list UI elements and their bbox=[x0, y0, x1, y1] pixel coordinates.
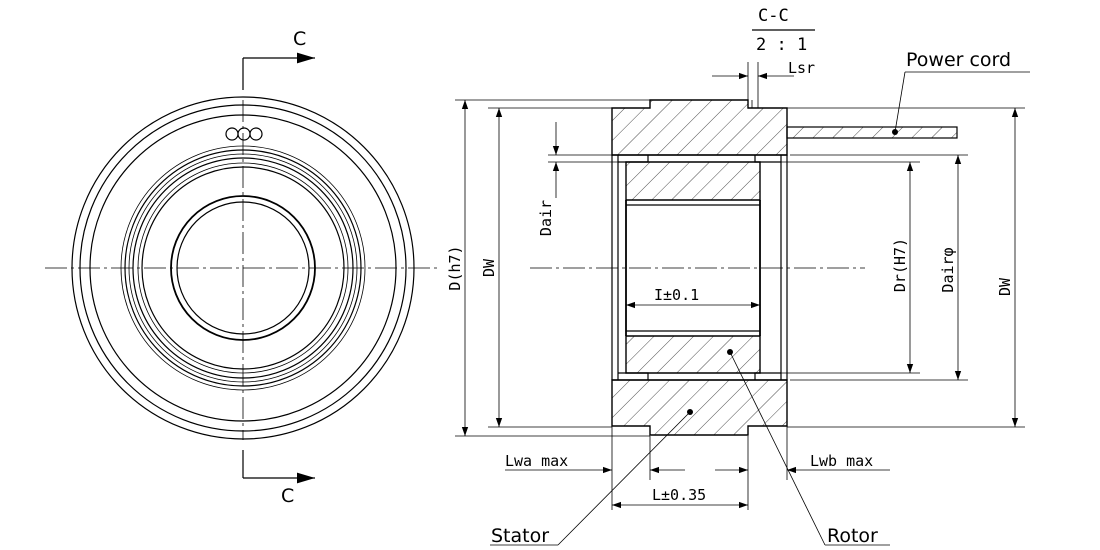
section-scale: 2 : 1 bbox=[756, 35, 807, 55]
power-cord-body bbox=[786, 126, 958, 139]
dimension-dair-phi-label: Dairφ bbox=[939, 247, 957, 292]
dimension-d-h7: D(h7) bbox=[446, 100, 469, 436]
label-rotor-text: Rotor bbox=[827, 525, 878, 547]
dimension-d-h7-label: D(h7) bbox=[446, 245, 464, 290]
dimension-dw-right: DW bbox=[996, 108, 1019, 427]
cable-port-circle bbox=[225, 127, 239, 141]
dimension-dr-h7-label: Dr(H7) bbox=[891, 238, 909, 292]
label-stator-text: Stator bbox=[491, 525, 549, 547]
dimension-i-label: I±0.1 bbox=[654, 286, 699, 304]
section-letter-bottom: C bbox=[281, 485, 294, 507]
dimension-lwb-max: Lwb max bbox=[715, 452, 890, 474]
section-title: C-C 2 : 1 bbox=[752, 6, 815, 55]
label-power-cord: Power cord bbox=[894, 49, 1030, 133]
dimension-dw-right-label: DW bbox=[996, 277, 1014, 296]
section-cut-indicator: C C bbox=[242, 28, 315, 507]
dimension-dw-left-label: DW bbox=[480, 258, 498, 277]
dimension-lsr: Lsr bbox=[712, 59, 815, 108]
dimension-i: I±0.1 bbox=[626, 286, 760, 309]
dimension-dair-label: Dair bbox=[537, 200, 555, 236]
dimension-dr-h7: Dr(H7) bbox=[891, 162, 914, 373]
dimension-dair-phi: Dairφ bbox=[939, 155, 962, 380]
section-letter-top: C bbox=[293, 28, 306, 50]
rotor-body bbox=[625, 161, 761, 374]
dimension-lwb-max-label: Lwb max bbox=[810, 452, 873, 470]
dimension-lwa-max: Lwa max bbox=[505, 452, 685, 474]
label-stator: Stator bbox=[490, 411, 691, 547]
dimension-lsr-label: Lsr bbox=[788, 59, 815, 77]
cable-port-circle bbox=[237, 127, 251, 141]
label-power-cord-text: Power cord bbox=[906, 49, 1011, 71]
dimension-l: L±0.35 bbox=[612, 486, 748, 509]
dimension-l-label: L±0.35 bbox=[652, 486, 706, 504]
cable-port-circle bbox=[249, 127, 263, 141]
section-title-text: C-C bbox=[758, 6, 789, 26]
dimension-dair: Dair bbox=[537, 122, 626, 236]
label-rotor: Rotor bbox=[729, 351, 890, 547]
front-view bbox=[45, 96, 440, 440]
dimension-dw-left: DW bbox=[480, 108, 503, 427]
dimension-lwa-max-label: Lwa max bbox=[505, 452, 568, 470]
